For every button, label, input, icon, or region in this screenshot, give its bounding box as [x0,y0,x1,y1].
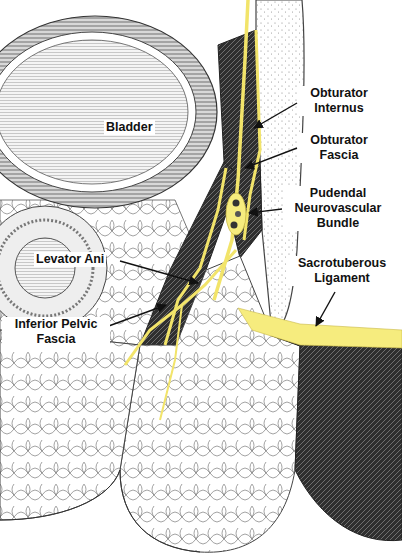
leader-arrow [245,148,297,168]
part-label: Levator Ani [34,252,106,267]
part-label: Sacrotuberous Ligament [288,256,396,286]
part-label: Bladder [104,120,155,135]
part-label: Pudendal Neurovascular Bundle [284,186,392,231]
leader-arrow [254,103,297,128]
sacrotuberous-ligament [238,308,402,348]
part-label: Obturator Fascia [298,133,380,163]
bladder-lumen [0,40,188,184]
pudendal-canal [226,193,246,235]
perineal-fat [0,330,140,520]
obturator-fascia-lateral [244,30,260,240]
bladder-mucosa [0,32,196,192]
rectum-wall [0,206,107,330]
leader-arrow [120,261,198,283]
pudendal-vessel [231,222,238,229]
rectum-lumen [15,238,75,298]
part-label: Inferior Pelvic Fascia [2,317,110,347]
part-label: Obturator Internus [298,86,380,116]
superior-pelvic-fascia [165,168,226,345]
leader-arrow [106,305,166,327]
bladder-wall [0,16,217,208]
ischioanal-fat [120,256,300,552]
pudendal-nerve [235,211,241,217]
fascia-branch [160,305,182,420]
rectum-layer [0,220,93,316]
gluteus-maximus-muscle [272,332,402,541]
leader-arrow [249,209,282,213]
pudendal-vessel [233,200,240,207]
skin-outline [0,470,200,552]
leader-arrow [316,292,335,326]
